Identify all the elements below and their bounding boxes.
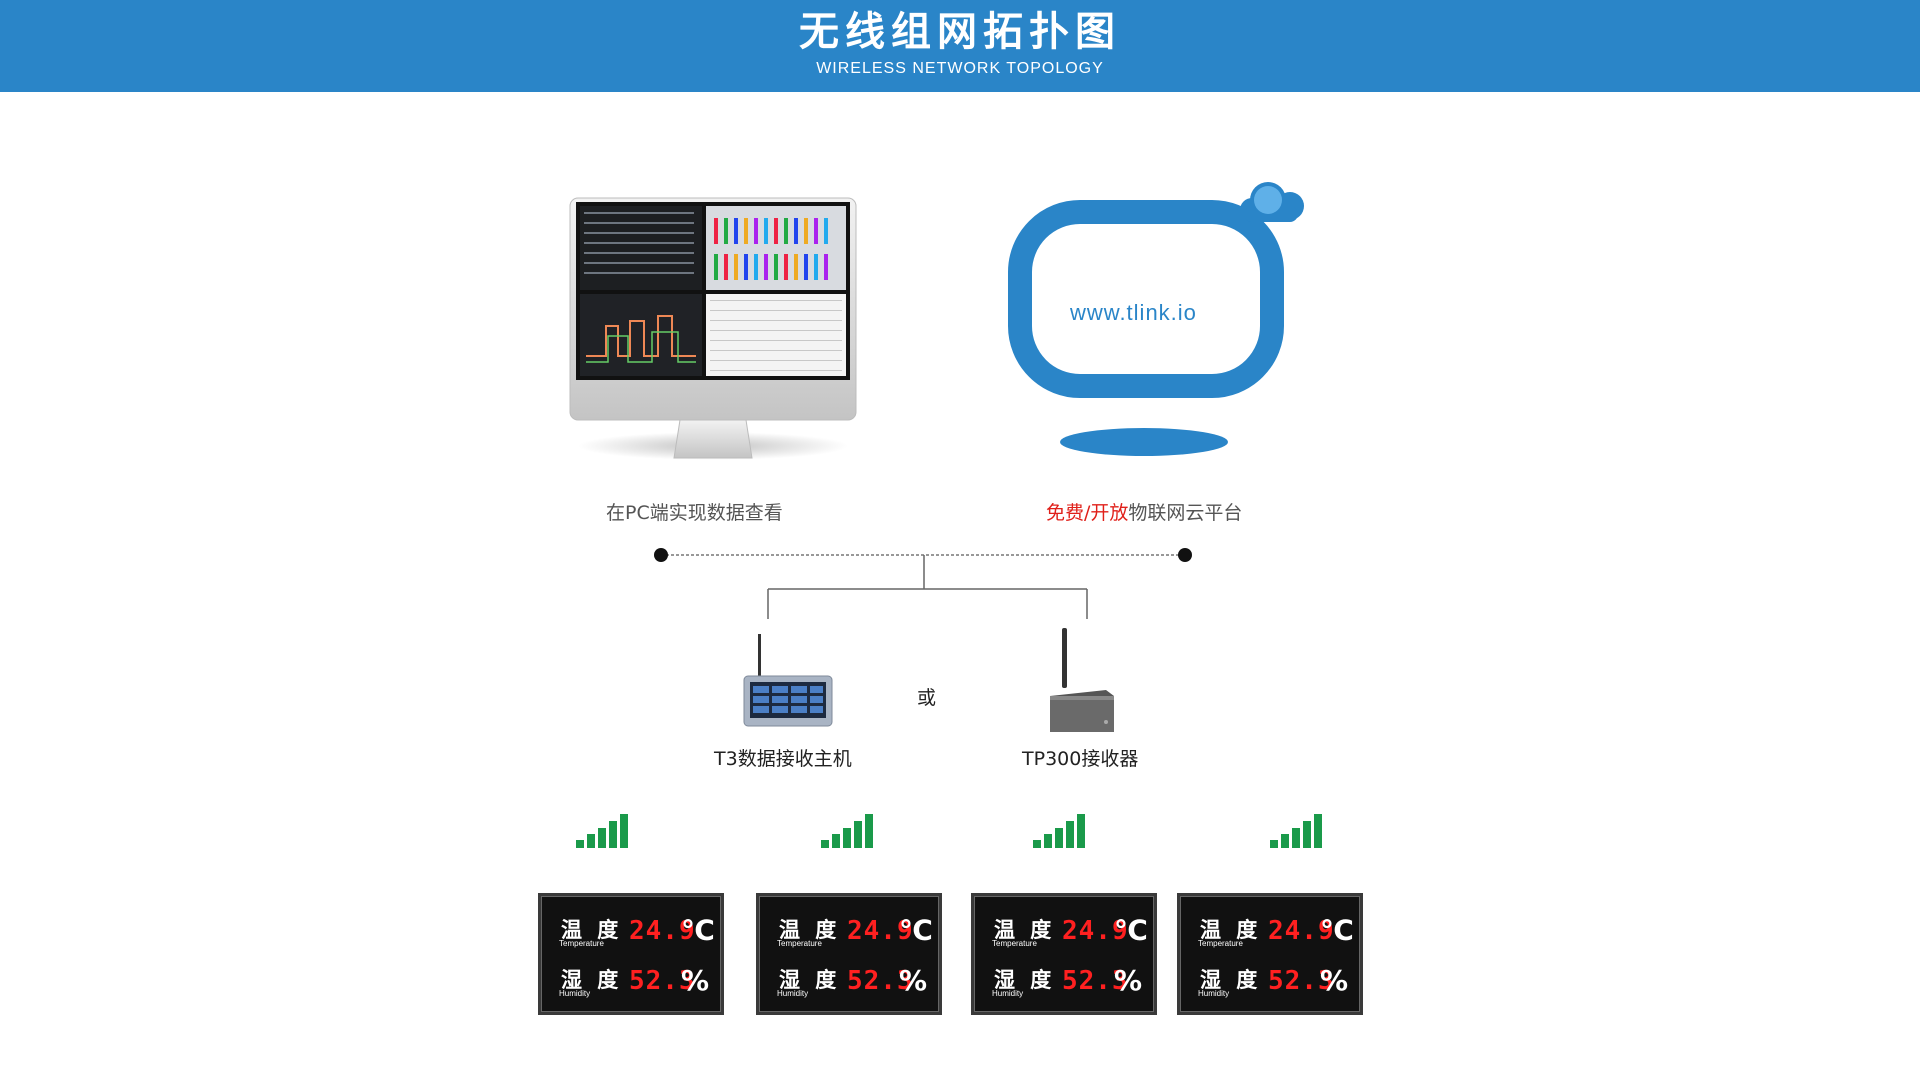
cloud-monitor-icon bbox=[1008, 182, 1304, 456]
humidity-row: 湿 度 Humidity 52.3 % bbox=[1180, 962, 1360, 1012]
led-display: 温 度 Temperature 24.9 ℃ 湿 度 Humidity 52.3… bbox=[971, 893, 1157, 1015]
humidity-value: 52.3 bbox=[847, 966, 914, 996]
signal-icon bbox=[821, 814, 873, 848]
led-display: 温 度 Temperature 24.9 ℃ 湿 度 Humidity 52.3… bbox=[538, 893, 724, 1015]
humidity-row: 湿 度 Humidity 52.3 % bbox=[541, 962, 721, 1012]
temperature-row: 温 度 Temperature 24.9 ℃ bbox=[759, 912, 939, 962]
temperature-value: 24.9 bbox=[847, 916, 914, 946]
temperature-row: 温 度 Temperature 24.9 ℃ bbox=[541, 912, 721, 962]
tp300-label: TP300接收器 bbox=[1022, 748, 1139, 770]
humidity-label-en: Humidity bbox=[1198, 989, 1230, 998]
humidity-unit: % bbox=[899, 964, 928, 997]
humidity-label: 湿 度 bbox=[779, 968, 841, 992]
signal-icon bbox=[1270, 814, 1322, 848]
temperature-row: 温 度 Temperature 24.9 ℃ bbox=[974, 912, 1154, 962]
temperature-label: 温 度 bbox=[561, 918, 623, 942]
t3-host-icon bbox=[743, 634, 833, 727]
humidity-label: 湿 度 bbox=[561, 968, 623, 992]
temperature-value: 24.9 bbox=[629, 916, 696, 946]
humidity-row: 湿 度 Humidity 52.3 % bbox=[759, 962, 939, 1012]
page-subtitle: WIRELESS NETWORK TOPOLOGY bbox=[816, 60, 1104, 77]
page-header: 无线组网拓扑图 WIRELESS NETWORK TOPOLOGY bbox=[0, 0, 1920, 92]
signal-icon bbox=[576, 814, 628, 848]
temperature-unit: ℃ bbox=[899, 914, 933, 947]
page-title: 无线组网拓扑图 bbox=[799, 9, 1121, 55]
temperature-row: 温 度 Temperature 24.9 ℃ bbox=[1180, 912, 1360, 962]
temperature-label-en: Temperature bbox=[1198, 939, 1243, 948]
led-display: 温 度 Temperature 24.9 ℃ 湿 度 Humidity 52.3… bbox=[1177, 893, 1363, 1015]
pc-monitor-icon bbox=[569, 197, 857, 460]
tp300-receiver-icon bbox=[1050, 628, 1114, 732]
humidity-label-en: Humidity bbox=[777, 989, 809, 998]
temperature-label-en: Temperature bbox=[559, 939, 604, 948]
temperature-value: 24.9 bbox=[1268, 916, 1335, 946]
humidity-row: 湿 度 Humidity 52.3 % bbox=[974, 962, 1154, 1012]
humidity-label-en: Humidity bbox=[992, 989, 1024, 998]
temperature-unit: ℃ bbox=[1320, 914, 1354, 947]
led-display: 温 度 Temperature 24.9 ℃ 湿 度 Humidity 52.3… bbox=[756, 893, 942, 1015]
connection-dot-right bbox=[1178, 548, 1192, 562]
temperature-unit: ℃ bbox=[1114, 914, 1148, 947]
humidity-value: 52.3 bbox=[1062, 966, 1129, 996]
cloud-url[interactable]: www.tlink.io bbox=[1070, 300, 1197, 325]
humidity-label: 湿 度 bbox=[1200, 968, 1262, 992]
temperature-unit: ℃ bbox=[681, 914, 715, 947]
temperature-label: 温 度 bbox=[779, 918, 841, 942]
humidity-value: 52.3 bbox=[629, 966, 696, 996]
cloud-label-highlight: 免费/开放 bbox=[1046, 502, 1129, 524]
or-text: 或 bbox=[917, 687, 937, 709]
humidity-label: 湿 度 bbox=[994, 968, 1056, 992]
temperature-label: 温 度 bbox=[994, 918, 1056, 942]
cloud-label: 免费/开放物联网云平台 bbox=[1046, 498, 1242, 525]
humidity-label-en: Humidity bbox=[559, 989, 591, 998]
connection-dot-left bbox=[654, 548, 668, 562]
signal-icon bbox=[1033, 814, 1085, 848]
cloud-icon bbox=[1240, 182, 1304, 222]
pc-label: 在PC端实现数据查看 bbox=[606, 502, 783, 524]
t3-host-label: T3数据接收主机 bbox=[714, 748, 852, 770]
humidity-unit: % bbox=[681, 964, 710, 997]
humidity-unit: % bbox=[1114, 964, 1143, 997]
cloud-label-rest: 物联网云平台 bbox=[1128, 502, 1243, 524]
temperature-label-en: Temperature bbox=[777, 939, 822, 948]
temperature-value: 24.9 bbox=[1062, 916, 1129, 946]
temperature-label-en: Temperature bbox=[992, 939, 1037, 948]
humidity-unit: % bbox=[1320, 964, 1349, 997]
temperature-label: 温 度 bbox=[1200, 918, 1262, 942]
humidity-value: 52.3 bbox=[1268, 966, 1335, 996]
